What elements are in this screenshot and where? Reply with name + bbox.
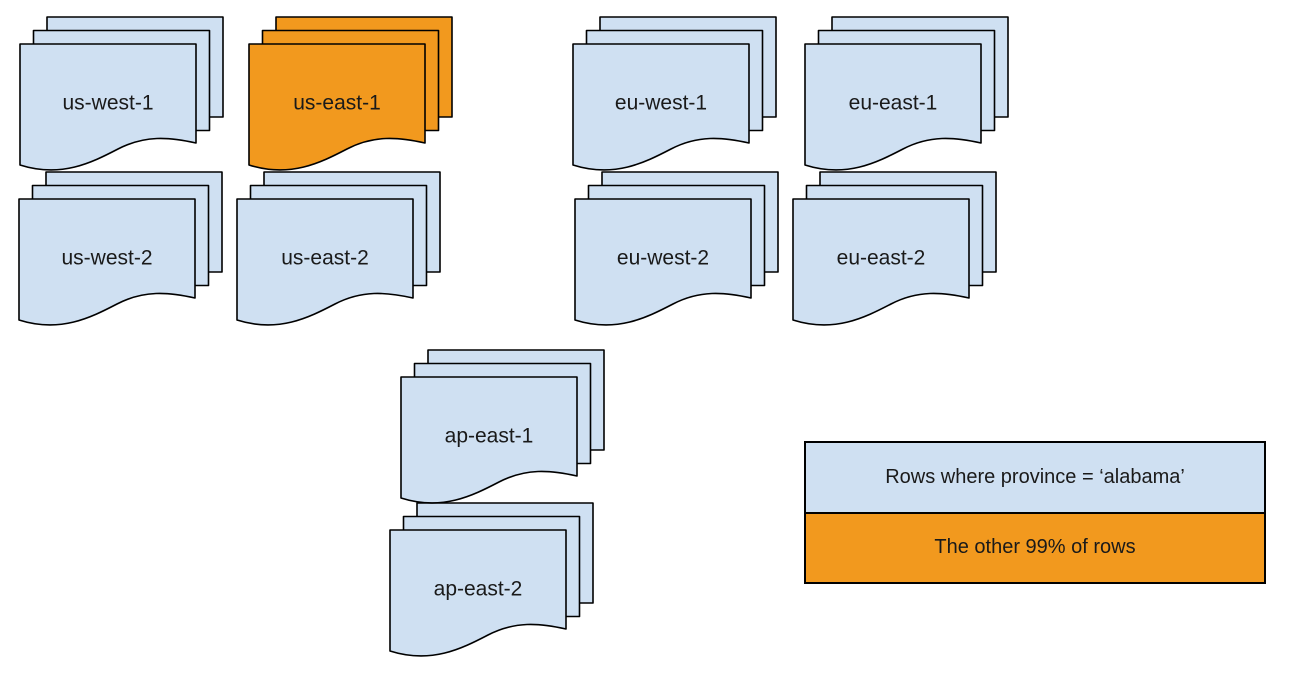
- legend-item-orange-label: The other 99% of rows: [934, 536, 1136, 559]
- multi-document-icon: ap-east-2: [389, 502, 594, 657]
- document-sheet-front: [236, 198, 414, 326]
- region-stack-us-west-1: us-west-1: [19, 16, 225, 176]
- multi-document-icon: us-east-2: [236, 171, 441, 326]
- multi-document-icon: us-east-1: [248, 16, 453, 171]
- region-label: us-west-1: [62, 92, 153, 115]
- multi-document-icon: eu-east-2: [792, 171, 997, 326]
- region-stack-ap-east-1: ap-east-1: [400, 349, 606, 509]
- document-sheet-front: [574, 198, 752, 326]
- region-stack-eu-east-2: eu-east-2: [792, 171, 998, 331]
- legend-item-blue: Rows where province = ‘alabama’: [806, 443, 1264, 514]
- legend: Rows where province = ‘alabama’ The othe…: [804, 441, 1266, 584]
- region-label: us-east-2: [281, 247, 369, 270]
- legend-item-blue-label: Rows where province = ‘alabama’: [885, 465, 1185, 488]
- region-stack-us-east-1: us-east-1: [248, 16, 454, 176]
- legend-item-orange: The other 99% of rows: [806, 513, 1264, 582]
- region-label: ap-east-1: [445, 425, 534, 448]
- multi-document-icon: us-west-1: [19, 16, 224, 171]
- region-label: us-west-2: [61, 247, 152, 270]
- document-sheet-front: [804, 43, 982, 171]
- region-stack-us-east-2: us-east-2: [236, 171, 442, 331]
- document-sheet-front: [18, 198, 196, 326]
- region-stack-eu-west-2: eu-west-2: [574, 171, 780, 331]
- document-sheet-front: [389, 529, 567, 657]
- region-label: eu-west-1: [615, 92, 707, 115]
- multi-document-icon: eu-west-1: [572, 16, 777, 171]
- region-label: eu-east-1: [849, 92, 938, 115]
- document-sheet-front: [248, 43, 426, 171]
- region-stack-eu-west-1: eu-west-1: [572, 16, 778, 176]
- region-label: us-east-1: [293, 92, 381, 115]
- region-stack-ap-east-2: ap-east-2: [389, 502, 595, 662]
- region-label: eu-west-2: [617, 247, 709, 270]
- multi-document-icon: eu-east-1: [804, 16, 1009, 171]
- multi-document-icon: eu-west-2: [574, 171, 779, 326]
- region-stack-us-west-2: us-west-2: [18, 171, 224, 331]
- document-sheet-front: [19, 43, 197, 171]
- document-sheet-front: [792, 198, 970, 326]
- region-label: ap-east-2: [434, 578, 523, 601]
- multi-document-icon: us-west-2: [18, 171, 223, 326]
- region-label: eu-east-2: [837, 247, 926, 270]
- multi-document-icon: ap-east-1: [400, 349, 605, 504]
- document-sheet-front: [400, 376, 578, 504]
- region-stack-eu-east-1: eu-east-1: [804, 16, 1010, 176]
- document-sheet-front: [572, 43, 750, 171]
